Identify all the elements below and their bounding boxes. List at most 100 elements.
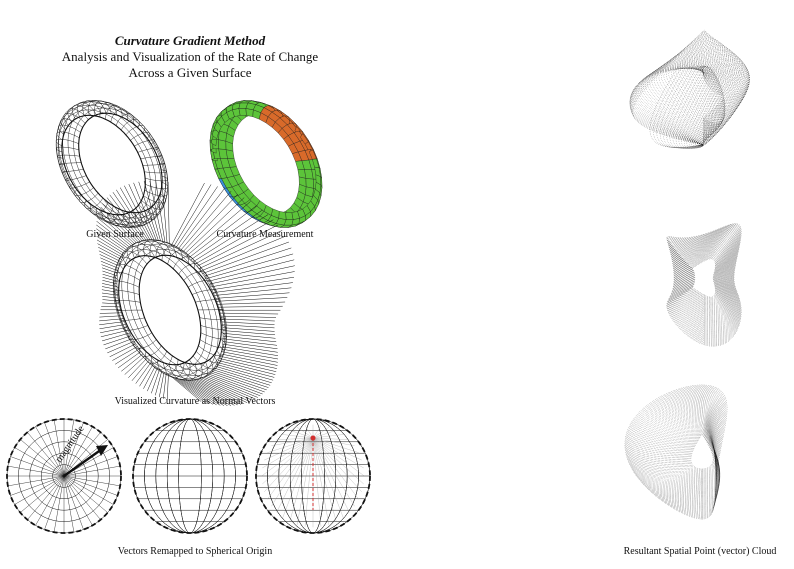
normal-vector [211, 370, 267, 391]
normal-vector [181, 379, 221, 406]
normal-vector [101, 286, 118, 290]
cloud-trace [700, 65, 737, 131]
wire-tube-line [121, 118, 140, 131]
wire-tube-line [199, 316, 226, 320]
wire-tube-line [144, 169, 168, 174]
cloud-trace [683, 428, 717, 476]
normal-vector [171, 182, 205, 246]
mapped-vector [312, 437, 362, 492]
normal-vector [207, 259, 295, 282]
normal-vector [194, 219, 274, 265]
cloud-trace [627, 387, 724, 517]
normal-vector [180, 191, 232, 251]
mapped-vector [312, 437, 350, 440]
wire-tube-line [119, 317, 145, 321]
cloud-trace [692, 258, 716, 298]
wire-tube-line [69, 181, 90, 189]
cloud-trace [673, 231, 735, 334]
cloud-trace [667, 224, 741, 345]
wire-tube-line [183, 271, 207, 281]
normal-vector [219, 358, 277, 372]
cloud-trace [629, 33, 710, 149]
wire-tube-line [139, 345, 162, 357]
caption-normal-vectors: Visualized Curvature as Normal Vectors [114, 396, 276, 407]
cloud-trace [658, 410, 720, 494]
normal-vector [221, 318, 275, 322]
cloud-trace [662, 413, 721, 491]
cloud-trace [686, 248, 722, 309]
cloud-trace [691, 257, 717, 300]
normal-vector [172, 376, 206, 403]
wire-tube-line [145, 182, 169, 189]
normal-vector [187, 380, 232, 406]
normal-vector [217, 301, 286, 305]
mapped-vector [276, 437, 314, 440]
cloud-trace [702, 66, 729, 126]
mapped-vector [262, 437, 314, 485]
normal-vector [220, 353, 278, 366]
mapped-vector [296, 437, 314, 525]
wire-tube-line [60, 118, 83, 130]
wire-tube-line [192, 289, 217, 295]
normal-vector [222, 341, 278, 350]
wire-tube-line [88, 100, 107, 116]
normal-vector [100, 329, 129, 338]
normal-vector [177, 378, 213, 405]
cloud-trace [678, 237, 730, 324]
polar-spoke [63, 456, 118, 477]
cloud-trace [656, 409, 720, 495]
wire-tube-line [149, 239, 172, 257]
normal-vector [99, 210, 135, 245]
cloud-trace [651, 406, 720, 498]
polar-spoke [10, 475, 65, 496]
wire-tube-line [73, 187, 94, 196]
normal-vector [220, 315, 277, 318]
wire-tube-line [64, 175, 87, 181]
normal-vector [222, 327, 275, 332]
mapped-vector [312, 430, 337, 439]
mapped-vector [312, 437, 330, 525]
polar-spoke [63, 475, 93, 526]
wire-tube-line [72, 104, 93, 120]
cloud-trace [633, 393, 719, 511]
normal-vector [155, 370, 163, 396]
normal-vector [96, 232, 127, 253]
wire-tube-line [113, 290, 140, 296]
wire-tube-line [61, 168, 84, 173]
wire-tube-line [200, 331, 227, 340]
cloud-trace [680, 241, 728, 319]
wire-tube-line [161, 245, 183, 261]
normal-vector [143, 365, 156, 389]
cloud-trace [631, 30, 706, 148]
polar-spoke [27, 432, 65, 477]
wire-tube-line [122, 212, 142, 228]
cloud-trace [652, 407, 720, 497]
cloud-trace [643, 400, 719, 504]
cloud-trace [630, 38, 717, 149]
normal-vector [119, 187, 151, 240]
mapped-vector [312, 437, 322, 527]
normal-vector [96, 224, 129, 250]
wire-tube-line [189, 359, 214, 375]
wire-tube-line [113, 271, 141, 282]
wire-tube-line [77, 102, 97, 117]
point-cloud [666, 223, 742, 347]
mapped-vector [312, 427, 329, 439]
cloud-trace [671, 229, 737, 337]
cloud-trace [635, 394, 718, 510]
cloud-trace [647, 52, 741, 148]
cloud-trace [624, 384, 728, 520]
polar-spoke [20, 439, 65, 477]
polar-spoke [14, 475, 65, 505]
wire-tube-line [105, 105, 123, 120]
cloud-trace [684, 246, 724, 312]
cloud-trace [689, 433, 714, 471]
cloud-trace [634, 394, 718, 510]
cloud-trace [684, 429, 717, 475]
polar-spoke [14, 447, 65, 477]
normal-vector [167, 181, 170, 245]
cloud-trace [684, 246, 724, 313]
sphere-outline [132, 418, 248, 534]
normal-vector [161, 181, 168, 244]
